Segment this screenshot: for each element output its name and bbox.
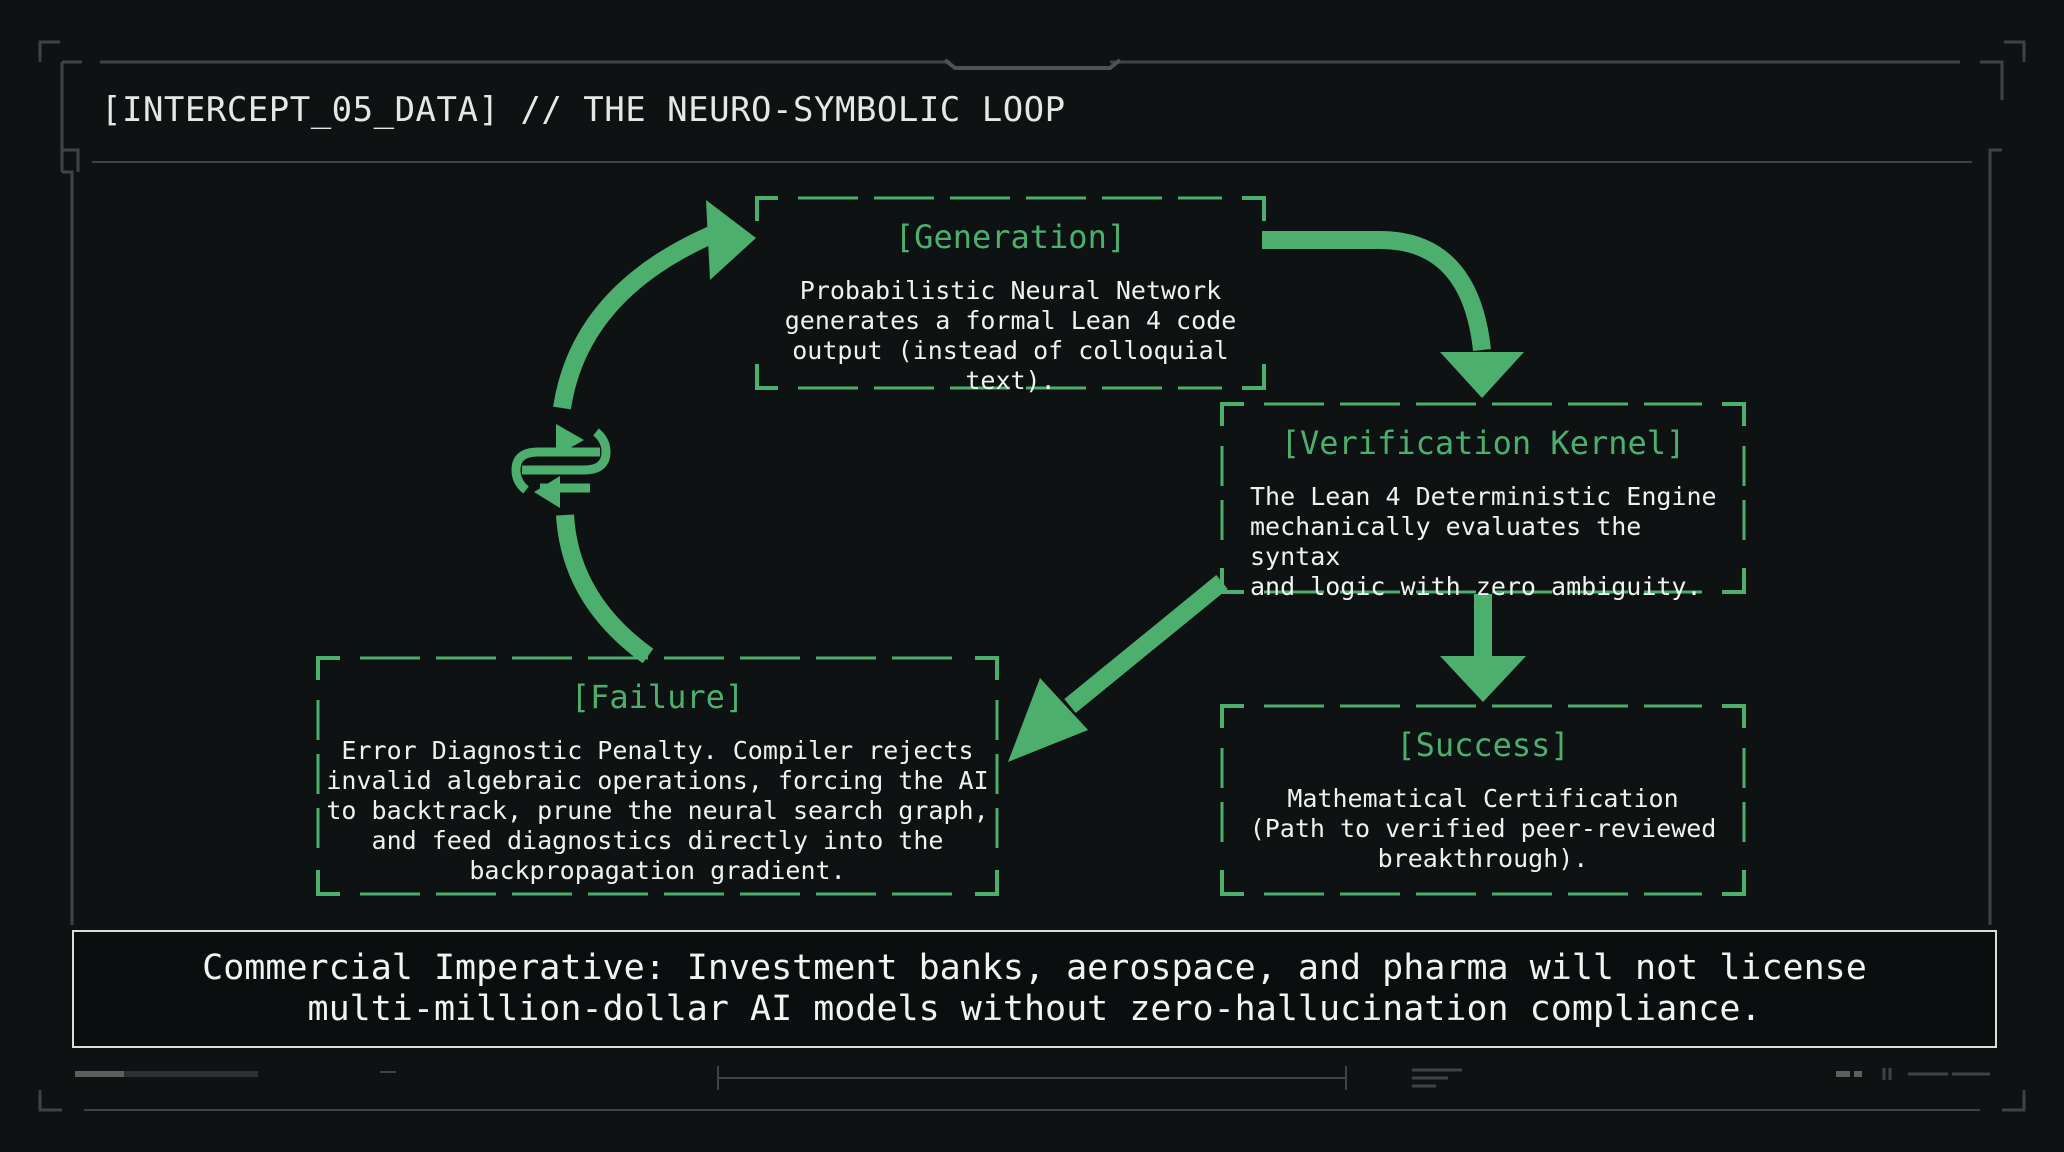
failure-heading: [Failure] <box>570 678 745 716</box>
generation-heading: [Generation] <box>894 218 1127 256</box>
commercial-imperative-banner: Commercial Imperative: Investment banks,… <box>72 930 1997 1048</box>
failure-description: Error Diagnostic Penalty. Compiler rejec… <box>326 736 989 885</box>
success-frame <box>1220 704 1746 896</box>
generation-description: Probabilistic Neural Network generates a… <box>784 276 1237 395</box>
arrowhead-verification <box>1440 352 1524 398</box>
failure-frame <box>316 656 999 896</box>
page-title: [INTERCEPT_05_DATA] // THE NEURO-SYMBOLI… <box>101 90 1066 130</box>
node-generation: [Generation] Probabilistic Neural Networ… <box>757 198 1264 395</box>
success-description: Mathematical Certification (Path to veri… <box>1249 784 1717 873</box>
arrow-generation-to-verification <box>1262 231 1491 352</box>
node-success: [Success] Mathematical Certification (Pa… <box>1222 706 1744 894</box>
arrowhead-failure <box>1008 678 1088 762</box>
arrow-verification-to-failure <box>1064 575 1228 713</box>
arrow-loop-upper <box>553 223 722 410</box>
arrowhead-generation <box>706 200 756 280</box>
node-failure: [Failure] Error Diagnostic Penalty. Comp… <box>318 658 997 894</box>
arrow-failure-to-generation <box>556 514 654 664</box>
generation-frame <box>755 196 1266 390</box>
node-verification: [Verification Kernel] The Lean 4 Determi… <box>1222 404 1744 601</box>
arrowhead-success <box>1440 656 1526 702</box>
verification-heading: [Verification Kernel] <box>1280 424 1686 462</box>
verification-description: The Lean 4 Deterministic Engine mechanic… <box>1250 482 1717 601</box>
success-heading: [Success] <box>1396 726 1570 764</box>
